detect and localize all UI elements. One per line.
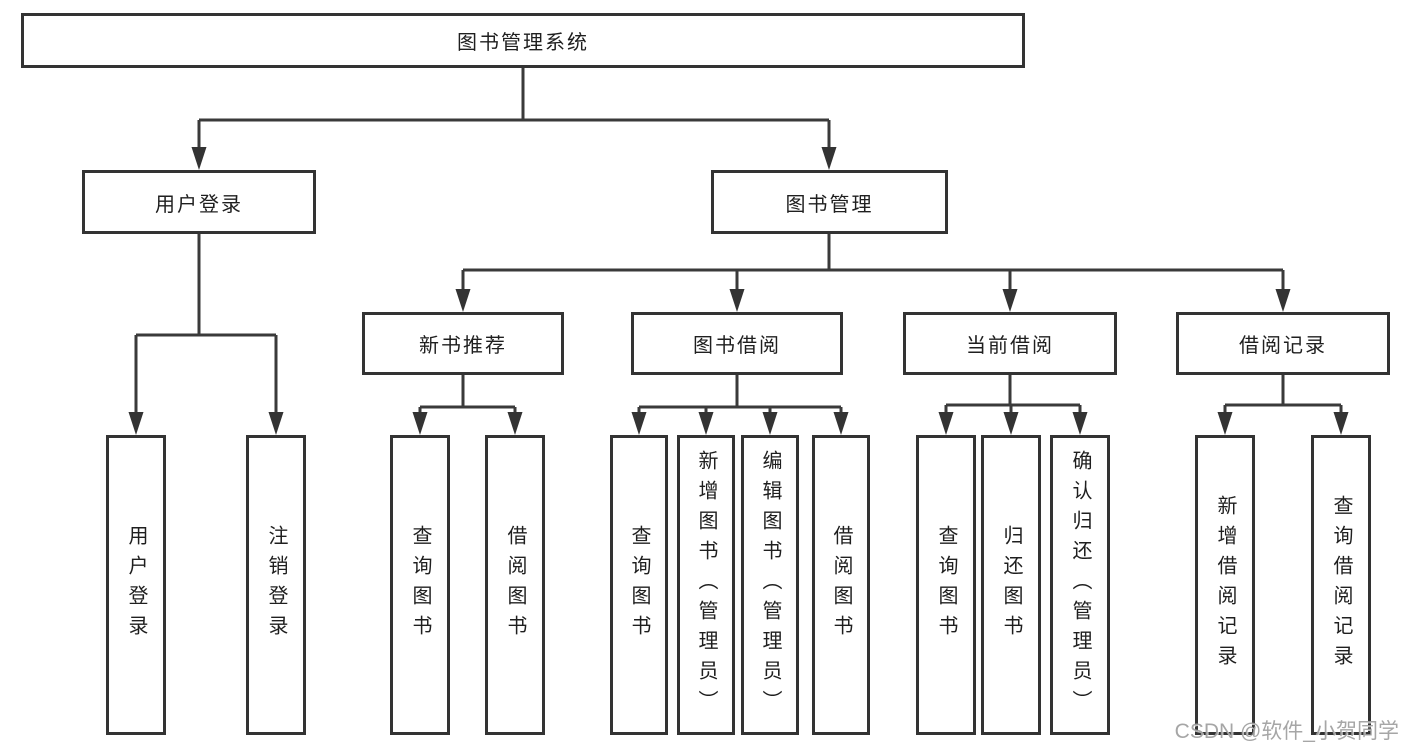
node-library-management-system: 图书管理系统 xyxy=(21,13,1025,68)
arrowhead xyxy=(1217,412,1233,435)
leaf-label: 查询图书 xyxy=(409,525,431,645)
leaf-user-login: 用户登录 xyxy=(106,435,166,735)
arrowhead xyxy=(1003,412,1019,435)
arrowhead xyxy=(631,412,647,435)
connector-root-to-level2 xyxy=(197,68,831,150)
leaf-add-book-admin: 新增图书（管理员） xyxy=(677,435,735,735)
leaf-query-books-borrowing: 查询图书 xyxy=(610,435,668,735)
leaf-label: 借阅图书 xyxy=(830,525,852,645)
arrowhead xyxy=(938,412,954,435)
arrowhead xyxy=(1002,289,1018,312)
leaf-label: 新增借阅记录 xyxy=(1214,495,1236,675)
node-book-borrowing: 图书借阅 xyxy=(631,312,843,375)
arrowhead xyxy=(1072,412,1088,435)
node-label: 当前借阅 xyxy=(966,335,1054,357)
connector-userlogin-to-leaves xyxy=(134,234,278,414)
leaf-query-books-recommend: 查询图书 xyxy=(390,435,450,735)
connector-records-to-leaves xyxy=(1223,375,1343,414)
arrowhead xyxy=(191,147,207,170)
node-label: 借阅记录 xyxy=(1239,335,1327,357)
arrowheads xyxy=(128,147,1349,435)
arrowhead xyxy=(455,289,471,312)
leaf-label: 借阅图书 xyxy=(504,525,526,645)
leaf-query-borrow-record: 查询借阅记录 xyxy=(1311,435,1371,735)
leaf-label: 注销登录 xyxy=(265,525,287,645)
arrowhead xyxy=(698,412,714,435)
arrowhead xyxy=(1275,289,1291,312)
arrowhead xyxy=(762,412,778,435)
watermark-csdn: CSDN @软件_小贺同学 xyxy=(1174,720,1399,743)
leaf-label: 查询图书 xyxy=(935,525,957,645)
arrowhead xyxy=(729,289,745,312)
node-label: 用户登录 xyxy=(155,193,243,216)
node-label: 图书借阅 xyxy=(693,335,781,357)
arrowhead xyxy=(833,412,849,435)
connector-bookmgmt-to-level3 xyxy=(461,234,1285,291)
node-user-login: 用户登录 xyxy=(82,170,316,234)
leaf-add-borrow-record: 新增借阅记录 xyxy=(1195,435,1255,735)
leaf-query-books-current: 查询图书 xyxy=(916,435,976,735)
leaf-label: 归还图书 xyxy=(1000,525,1022,645)
connector-newbook-to-leaves xyxy=(418,375,517,414)
leaf-label: 查询图书 xyxy=(628,525,650,645)
node-label: 新书推荐 xyxy=(419,335,507,357)
leaf-label: 确认归还（管理员） xyxy=(1069,450,1091,720)
connector-current-to-leaves xyxy=(944,375,1082,414)
leaf-label: 新增图书（管理员） xyxy=(695,450,717,720)
leaf-logout: 注销登录 xyxy=(246,435,306,735)
arrowhead xyxy=(507,412,523,435)
node-new-book-recommendation: 新书推荐 xyxy=(362,312,564,375)
arrowhead xyxy=(268,412,284,435)
node-book-management: 图书管理 xyxy=(711,170,948,234)
leaf-borrow-books-recommend: 借阅图书 xyxy=(485,435,545,735)
arrowhead xyxy=(128,412,144,435)
leaf-confirm-return-admin: 确认归还（管理员） xyxy=(1050,435,1110,735)
leaf-borrow-books: 借阅图书 xyxy=(812,435,870,735)
leaf-return-books: 归还图书 xyxy=(981,435,1041,735)
arrowhead xyxy=(1333,412,1349,435)
arrowhead xyxy=(412,412,428,435)
leaf-edit-book-admin: 编辑图书（管理员） xyxy=(741,435,799,735)
arrowhead xyxy=(821,147,837,170)
node-borrowing-records: 借阅记录 xyxy=(1176,312,1390,375)
leaf-label: 用户登录 xyxy=(125,525,147,645)
node-label: 图书管理系统 xyxy=(457,32,589,54)
node-label: 图书管理 xyxy=(785,193,874,216)
leaf-label: 编辑图书（管理员） xyxy=(759,450,781,720)
node-current-borrowing: 当前借阅 xyxy=(903,312,1117,375)
connector-borrowing-to-leaves xyxy=(637,375,843,414)
leaf-label: 查询借阅记录 xyxy=(1330,495,1352,675)
